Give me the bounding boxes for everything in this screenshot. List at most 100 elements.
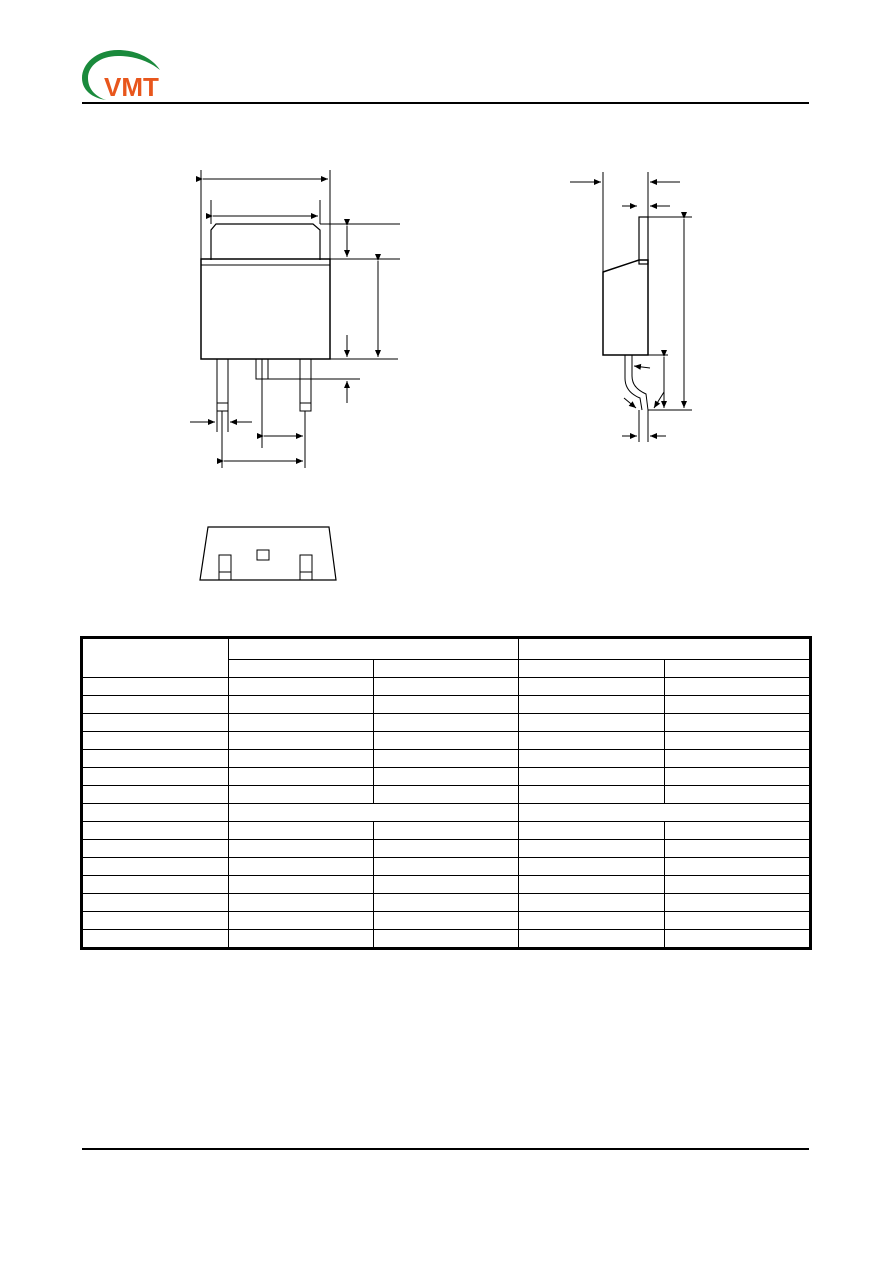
table-row: [82, 857, 810, 876]
table-cell: [228, 677, 374, 696]
table-row: [82, 767, 810, 786]
table-cell: [518, 911, 665, 930]
table-cell: [228, 713, 374, 732]
table-row: [82, 893, 810, 912]
table-row: [82, 821, 810, 840]
table-cell: [518, 677, 665, 696]
table-row: [82, 911, 810, 930]
table-subheader-row: [83, 659, 810, 678]
bottom-view: [199, 526, 337, 581]
table-cell: [664, 875, 810, 894]
table-cell: [82, 803, 229, 822]
table-cell: [228, 785, 374, 804]
table-cell: [518, 767, 665, 786]
table-cell: [664, 839, 810, 858]
table-cell: [664, 749, 810, 768]
header-symbol-cell: [82, 638, 229, 678]
table-cell: [228, 695, 374, 714]
table-row: [82, 785, 810, 804]
table-cell: [82, 821, 229, 840]
table-cell: [664, 713, 810, 732]
header-group-cell: [228, 638, 519, 660]
table-cell: [373, 677, 519, 696]
table-cell: [373, 893, 519, 912]
table-cell: [664, 821, 810, 840]
table-cell: [373, 785, 519, 804]
table-row: [82, 875, 810, 894]
table-cell: [373, 713, 519, 732]
table-cell: [664, 785, 810, 804]
table-cell: [518, 731, 665, 750]
table-row: [82, 731, 810, 750]
table-cell: [664, 677, 810, 696]
table-row: [82, 839, 810, 858]
table-cell: [82, 767, 229, 786]
table-cell: [82, 929, 229, 948]
header-group-cell: [518, 638, 810, 660]
table-cell: [82, 677, 229, 696]
table-cell: [664, 929, 810, 948]
side-view: [570, 172, 692, 442]
table-cell: [518, 875, 665, 894]
table-cell: [82, 875, 229, 894]
subheader-cell: [228, 659, 374, 678]
table-header-row: [82, 638, 810, 678]
table-cell: [228, 767, 374, 786]
table-cell: [373, 731, 519, 750]
table-cell: [82, 749, 229, 768]
footer-rule: [82, 1148, 809, 1150]
table-cell: [664, 893, 810, 912]
table-cell: [228, 893, 374, 912]
table-cell: [228, 839, 374, 858]
table-cell: [82, 839, 229, 858]
dimensions-table: [80, 636, 812, 950]
table-cell: [373, 911, 519, 930]
company-logo: VMT: [82, 50, 160, 102]
table-cell: [82, 785, 229, 804]
table-cell: [82, 713, 229, 732]
table-cell: [518, 929, 665, 948]
table-cell: [228, 911, 374, 930]
table-cell: [82, 695, 229, 714]
table-cell: [373, 749, 519, 768]
logo-letters: VMT: [104, 72, 159, 102]
table-cell: [518, 785, 665, 804]
table-row: [82, 695, 810, 714]
table-cell: [518, 695, 665, 714]
table-cell: [373, 767, 519, 786]
table-cell: [228, 875, 374, 894]
table-row: [82, 929, 810, 948]
table-cell: [664, 857, 810, 876]
table-cell: [664, 731, 810, 750]
subheader-cell: [518, 659, 665, 678]
package-outline-drawing: [190, 170, 692, 581]
front-view: [190, 170, 400, 468]
table-cell: [664, 911, 810, 930]
table-cell: [373, 875, 519, 894]
table-cell: [373, 695, 519, 714]
table-cell: [228, 929, 374, 948]
table-cell: [373, 929, 519, 948]
table-row: [82, 677, 810, 696]
table-cell: [518, 821, 665, 840]
table-cell: [228, 749, 374, 768]
table-cell: [82, 911, 229, 930]
table-cell: [664, 695, 810, 714]
table-cell: [82, 893, 229, 912]
table-cell: [373, 857, 519, 876]
subheader-cell: [664, 659, 810, 678]
table-cell: [228, 857, 374, 876]
table-cell: [228, 731, 374, 750]
table-cell: [518, 803, 810, 822]
table-cell: [518, 839, 665, 858]
header-rule: [82, 102, 809, 104]
table-cell: [664, 767, 810, 786]
table-cell: [82, 857, 229, 876]
table-cell: [373, 839, 519, 858]
table-cell: [373, 821, 519, 840]
table-cell: [228, 821, 374, 840]
table-cell: [82, 731, 229, 750]
table-cell: [518, 893, 665, 912]
table-row: [82, 749, 810, 768]
table-row: [82, 713, 810, 732]
